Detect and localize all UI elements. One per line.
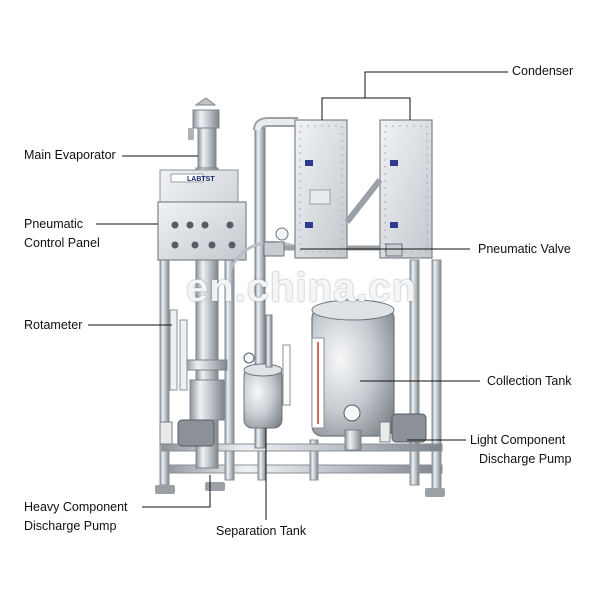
vapour-pipe: [228, 117, 380, 449]
watermark: en.china.cn: [186, 266, 418, 310]
condenser-1: [294, 119, 348, 259]
condenser-bracket: [321, 97, 411, 120]
condenser-2: [379, 119, 433, 259]
label-pneumatic-control-panel-line2: Control Panel: [24, 236, 100, 250]
label-separation-tank: Separation Tank: [216, 524, 307, 538]
condenser-leader: [364, 71, 508, 98]
light-component-pump: [379, 413, 427, 443]
rotameter: [169, 309, 188, 391]
heavy-pump-leader: [142, 475, 211, 508]
frame: [155, 254, 445, 497]
label-pneumatic-control-panel-line1: Pneumatic: [24, 217, 84, 231]
label-heavy-component-line2: Discharge Pump: [24, 519, 117, 533]
label-pneumatic-valve: Pneumatic Valve: [478, 242, 571, 256]
label-condenser: Condenser: [512, 64, 574, 78]
pneumatic-control-panel: [157, 201, 247, 261]
label-main-evaporator: Main Evaporator: [24, 148, 116, 162]
collection-tank: [311, 299, 395, 451]
label-heavy-component-line1: Heavy Component: [24, 500, 128, 514]
label-rotameter: Rotameter: [24, 318, 83, 332]
label-collection-tank: Collection Tank: [487, 374, 572, 388]
leader-lines: [88, 71, 508, 520]
condenser-link-pipe: [344, 178, 383, 224]
brand-text: LABTST: [187, 176, 215, 183]
heavy-component-pump: [159, 419, 215, 447]
pneumatic-valve: [263, 227, 403, 257]
label-light-component-line2: Discharge Pump: [479, 452, 572, 466]
label-light-component-line1: Light Component: [470, 433, 566, 447]
separation-tank: [243, 314, 291, 429]
